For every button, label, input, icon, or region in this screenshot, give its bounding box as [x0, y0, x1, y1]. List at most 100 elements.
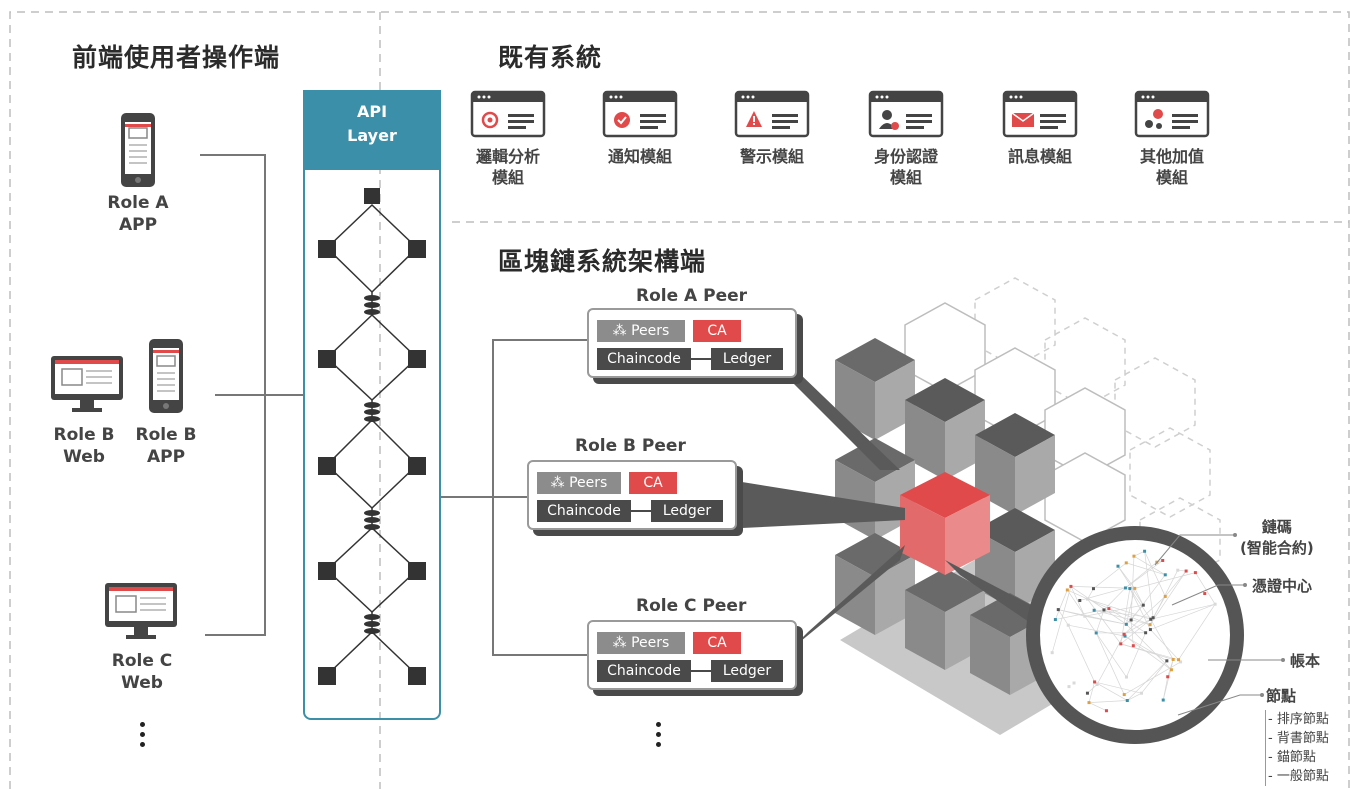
frontend-section-title: 前端使用者操作端 [72, 43, 281, 72]
network-link [1130, 574, 1166, 621]
network-link [1125, 561, 1158, 589]
network-link [1150, 603, 1216, 630]
outer-dashed-frame [9, 11, 1350, 789]
gears-window-icon [1134, 90, 1210, 138]
api-title-line-1: API [356, 102, 388, 121]
ca-tag: CA [693, 632, 741, 654]
peer-connectors [441, 339, 587, 656]
network-node [1067, 685, 1071, 689]
module-5: 訊息模組 [985, 90, 1095, 167]
ca-tag: CA [629, 472, 677, 494]
module-label: 訊息模組 [985, 146, 1095, 167]
network-link [1195, 572, 1216, 605]
module-label-line: 其他加值 [1139, 147, 1204, 166]
network-link [1055, 608, 1109, 620]
network-node [1056, 608, 1060, 612]
network-node [1161, 558, 1165, 562]
network-link [1087, 588, 1094, 600]
network-link [1125, 560, 1163, 589]
network-link [1055, 589, 1068, 620]
network-node [1107, 607, 1111, 611]
api-layer-title: API Layer [305, 92, 439, 170]
module-3: 警示模組 [717, 90, 827, 167]
role-b-peer-title: Role B Peer [575, 436, 686, 456]
network-node [1151, 616, 1155, 620]
identity-window-icon [868, 90, 944, 138]
network-node [1122, 693, 1126, 697]
role-c-peer-box: ⁂ Peers CA Chaincode Ledger [587, 620, 797, 690]
role-b-web-line-2: Web [63, 447, 105, 467]
module-label: 其他加值模組 [1117, 146, 1227, 188]
mail-window-icon [1002, 90, 1078, 138]
network-link [1125, 588, 1136, 625]
role-b-app-line-2: APP [146, 447, 186, 467]
network-node [1122, 632, 1126, 636]
role-a-line-1: Role A [107, 193, 169, 213]
network-node [1161, 698, 1165, 702]
network-link [1164, 570, 1187, 597]
network-link [1126, 632, 1146, 678]
peers-tag: ⁂ Peers [597, 632, 685, 654]
network-node [1093, 680, 1097, 684]
network-link [1067, 625, 1095, 683]
network-link [1149, 570, 1187, 625]
network-node [1165, 659, 1169, 663]
network-node [1148, 628, 1152, 632]
network-node [1092, 608, 1096, 612]
module-2: 通知模組 [585, 90, 695, 167]
highlight-cube [900, 472, 990, 575]
chaincode-annotation: 鏈碼 (智能合約) [1240, 517, 1314, 559]
role-c-peer-title: Role C Peer [636, 596, 747, 616]
warning-window-icon [734, 90, 810, 138]
module-label: 身份認證模組 [851, 146, 961, 188]
api-layer: API Layer [303, 90, 441, 720]
module-label-line: 警示模組 [739, 147, 804, 166]
network-node [1177, 658, 1181, 662]
network-link [1123, 596, 1166, 635]
network-link [1093, 562, 1127, 589]
phone-icon [149, 339, 183, 413]
network-node [1128, 587, 1132, 591]
network-node [1203, 592, 1207, 596]
network-link [1094, 681, 1142, 694]
module-label-line: 訊息模組 [1007, 147, 1072, 166]
network-node [1125, 699, 1129, 703]
module-label-line: 模組 [889, 168, 922, 187]
network-node [1149, 617, 1153, 621]
network-node [1053, 618, 1057, 622]
network-link [1051, 586, 1072, 653]
peers-tag: ⁂ Peers [597, 320, 685, 342]
role-b-peer-box: ⁂ Peers CA Chaincode Ledger [527, 460, 737, 530]
network-node [1119, 642, 1123, 646]
monitor-icon [105, 583, 177, 639]
network-node [1104, 709, 1108, 713]
network-node [1087, 701, 1091, 705]
network-link [1120, 643, 1174, 660]
network-node [1066, 623, 1070, 627]
role-b-web-line-1: Role B [53, 425, 115, 445]
network-node [1050, 651, 1054, 655]
network-node [1144, 631, 1148, 635]
network-link [1087, 598, 1122, 645]
network-link [1126, 562, 1166, 576]
chaincode-tag: Chaincode [597, 660, 691, 682]
module-label-line: 模組 [1155, 168, 1188, 187]
network-link [1094, 609, 1154, 619]
role-a-peer-title: Role A Peer [636, 286, 748, 306]
network-link [1057, 609, 1069, 626]
network-node [1143, 549, 1147, 553]
network-link [1117, 566, 1144, 606]
network-node [1124, 622, 1128, 626]
network-link [1087, 684, 1098, 694]
module-label-line: 邏輯分析 [475, 147, 540, 166]
nodes-annotation: 節點 [1266, 687, 1297, 705]
peers-icon: ⁂ [612, 323, 632, 339]
role-c-line-2: Web [121, 673, 163, 693]
network-node [1129, 618, 1133, 622]
network-link [1130, 619, 1134, 646]
ledger-tag: Ledger [711, 660, 783, 682]
network-node [1085, 691, 1089, 695]
network-node [1124, 675, 1128, 679]
network-node [1131, 644, 1135, 648]
peers-tag-label: Peers [569, 475, 608, 491]
